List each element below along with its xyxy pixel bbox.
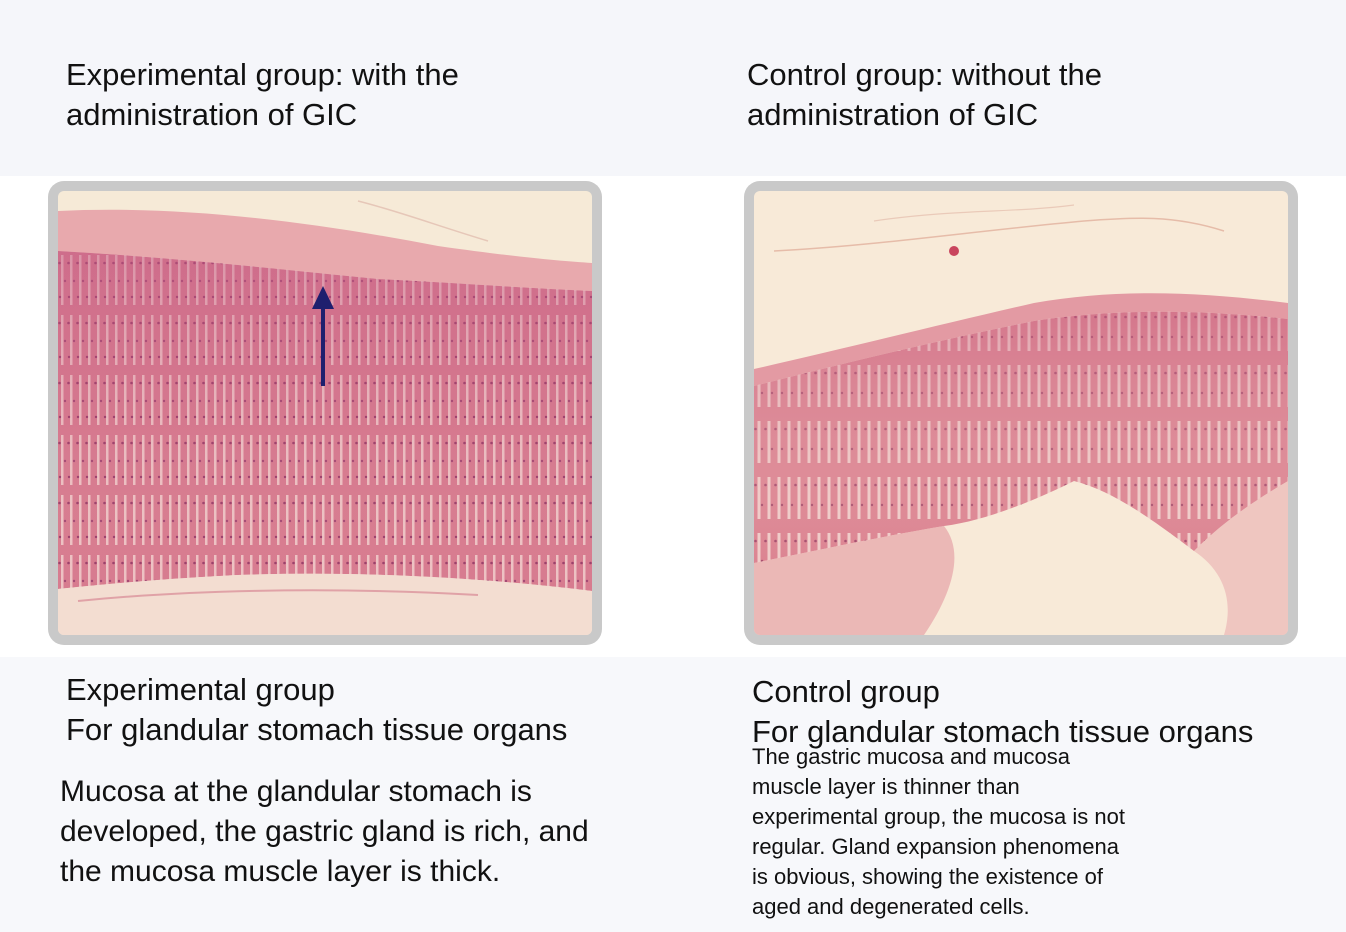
description-line: the mucosa muscle layer is thick. [60, 855, 501, 888]
experimental-caption: Experimental group For glandular stomach… [66, 670, 567, 750]
description-line: The gastric mucosa and mucosa [752, 744, 1070, 769]
experimental-header: Experimental group: with the administrat… [66, 55, 459, 135]
control-caption-line2: For glandular stomach tissue organs [752, 714, 1254, 749]
description-line: muscle layer is thinner than [752, 774, 1020, 799]
description-line: is obvious, showing the existence of [752, 864, 1103, 889]
experimental-header-line2: administration of GIC [66, 97, 358, 132]
experimental-micrograph-frame [48, 181, 602, 645]
control-micrograph-frame [744, 181, 1298, 645]
control-micrograph [754, 191, 1288, 635]
muscle-layer [58, 209, 592, 291]
experimental-caption-line2: For glandular stomach tissue organs [66, 712, 568, 747]
description-line: developed, the gastric gland is rich, an… [60, 815, 589, 848]
description-line: regular. Gland expansion phenomena [752, 834, 1119, 859]
control-caption-line1: Control group [752, 674, 940, 709]
experimental-header-line1: Experimental group: with the [66, 57, 459, 92]
control-header: Control group: without the administratio… [747, 55, 1102, 135]
experimental-micrograph [58, 191, 592, 635]
control-header-line2: administration of GIC [747, 97, 1039, 132]
header-band [0, 0, 1346, 176]
arrow-icon [312, 286, 334, 309]
description-line: experimental group, the mucosa is not [752, 804, 1125, 829]
experimental-description: Mucosa at the glandular stomach is devel… [60, 772, 589, 892]
description-line: aged and degenerated cells. [752, 894, 1030, 919]
control-header-line1: Control group: without the [747, 57, 1102, 92]
experimental-caption-line1: Experimental group [66, 672, 335, 707]
description-line: Mucosa at the glandular stomach is [60, 775, 532, 808]
muscle-layer [754, 293, 1288, 386]
caption-band [0, 657, 1346, 932]
control-caption: Control group For glandular stomach tiss… [752, 672, 1253, 752]
control-description: The gastric mucosa and mucosa muscle lay… [752, 742, 1125, 922]
